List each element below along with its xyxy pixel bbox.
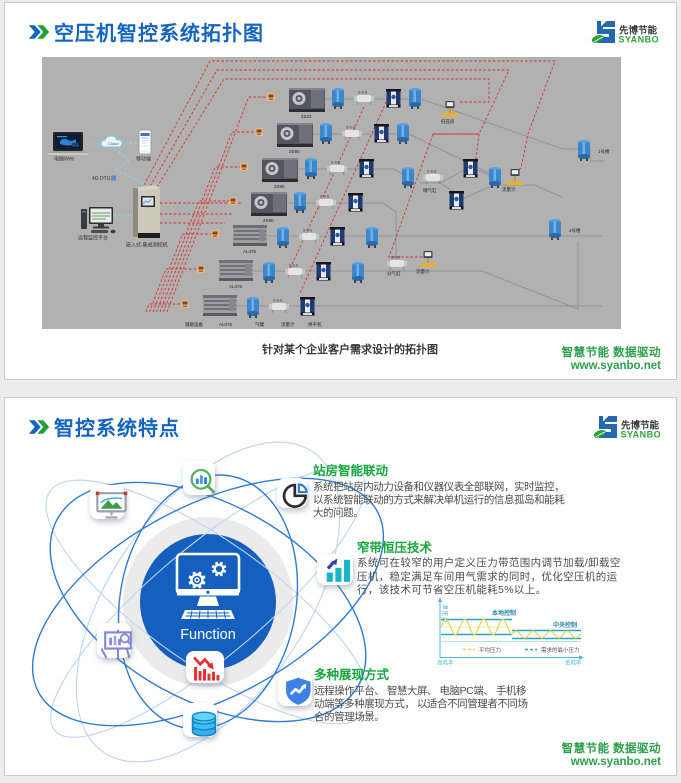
svg-text:低成本: 低成本: [565, 659, 582, 667]
svg-text:先博节能: 先博节能: [621, 420, 660, 432]
svg-text:2S90: 2S90: [274, 184, 285, 189]
svg-text:SYANBO: SYANBO: [619, 35, 660, 45]
svg-text:嵌入式-集成测控机: 嵌入式-集成测控机: [126, 242, 168, 249]
svg-text:AL075: AL075: [219, 322, 233, 327]
svg-text:分气缸: 分气缸: [387, 270, 401, 277]
svg-text:中央控制: 中央控制: [553, 621, 577, 629]
svg-text:远程监控平台: 远程监控平台: [78, 235, 108, 242]
svg-text:Cloud: Cloud: [108, 141, 118, 146]
svg-text:2号楼: 2号楼: [569, 227, 581, 234]
svg-text:电脑Web: 电脑Web: [54, 156, 74, 163]
svg-text:1号楼: 1号楼: [598, 148, 610, 155]
svg-text:4G DTU: 4G DTU: [92, 176, 111, 182]
svg-text:高成本: 高成本: [437, 659, 454, 667]
svg-text:需求的最小压力: 需求的最小压力: [541, 646, 580, 654]
svg-text:AL475: AL475: [243, 249, 257, 254]
svg-text:AL475: AL475: [229, 284, 243, 289]
svg-text:流量计: 流量计: [416, 268, 430, 275]
svg-text:烘干机: 烘干机: [308, 321, 322, 328]
svg-text:平均压力: 平均压力: [479, 646, 501, 654]
svg-text:低压房: 低压房: [441, 118, 455, 125]
svg-text:气罐: 气罐: [255, 321, 264, 328]
svg-text:辅助设备: 辅助设备: [185, 321, 203, 328]
svg-text:2S90: 2S90: [289, 149, 300, 154]
svg-text:Function: Function: [180, 627, 236, 643]
svg-text:SYANBO: SYANBO: [621, 430, 662, 440]
svg-text:2S22: 2S22: [301, 114, 312, 119]
svg-text:流量计: 流量计: [502, 186, 516, 193]
svg-text:流量计: 流量计: [281, 321, 295, 328]
svg-text:先博节能: 先博节能: [619, 25, 658, 37]
svg-text:2S90: 2S90: [263, 218, 274, 223]
svg-text:移动端: 移动端: [136, 156, 151, 163]
svg-text:储气缸: 储气缸: [423, 187, 437, 194]
svg-text:本地控制: 本地控制: [492, 609, 516, 617]
svg-text:泄压力: 泄压力: [441, 604, 449, 624]
